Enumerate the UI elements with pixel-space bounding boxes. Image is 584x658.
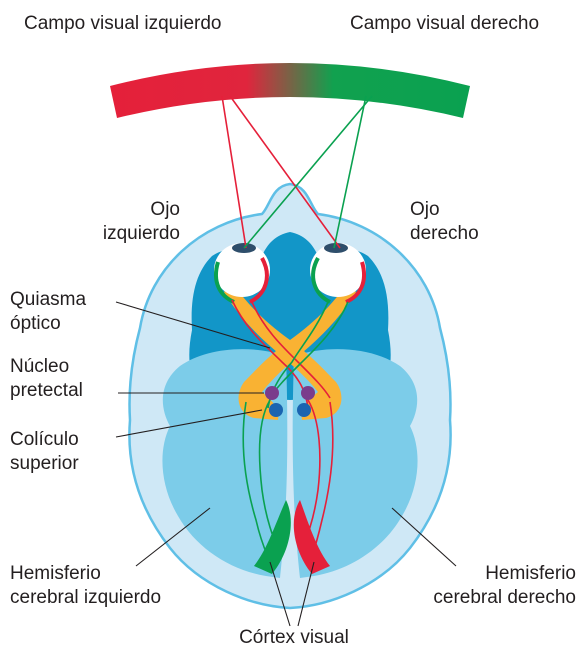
left-eye-label-line1: Ojo <box>80 198 180 222</box>
right-hemisphere-label-line2: cerebral derecho <box>394 586 576 610</box>
left-eye-label: Ojo izquierdo <box>80 198 180 246</box>
optic-chiasm-label-line1: Quiasma <box>10 288 86 312</box>
optic-chiasm-label: Quiasma óptico <box>10 288 86 336</box>
right-hemisphere-label: Hemisferio cerebral derecho <box>394 562 576 610</box>
left-pretectal-nucleus <box>265 386 279 400</box>
pretectal-nucleus-label-line2: pretectal <box>10 379 83 403</box>
right-pretectal-nucleus <box>301 386 315 400</box>
right-eye-label-line2: derecho <box>410 222 479 246</box>
left-eye-label-line2: izquierdo <box>80 222 180 246</box>
left-superior-colliculus <box>269 403 283 417</box>
left-hemisphere-label: Hemisferio cerebral izquierdo <box>10 562 161 610</box>
left-hemisphere-label-line2: cerebral izquierdo <box>10 586 161 610</box>
superior-colliculus-label-line2: superior <box>10 452 79 476</box>
visual-cortex-label: Córtex visual <box>200 626 388 650</box>
right-eye-label: Ojo derecho <box>410 198 479 246</box>
right-hemisphere-label-line1: Hemisferio <box>394 562 576 586</box>
visual-field-band <box>110 63 470 118</box>
right-visual-field-label: Campo visual derecho <box>350 12 539 36</box>
optic-chiasm-label-line2: óptico <box>10 312 86 336</box>
left-hemisphere-label-line1: Hemisferio <box>10 562 161 586</box>
left-eye-graphic <box>214 243 270 302</box>
superior-colliculus-label-line1: Colículo <box>10 428 79 452</box>
pretectal-nucleus-label: Núcleo pretectal <box>10 355 83 403</box>
left-visual-field-label: Campo visual izquierdo <box>24 12 222 36</box>
right-superior-colliculus <box>297 403 311 417</box>
pretectal-nucleus-label-line1: Núcleo <box>10 355 83 379</box>
superior-colliculus-label: Colículo superior <box>10 428 79 476</box>
right-eye-label-line1: Ojo <box>410 198 479 222</box>
right-eye-graphic <box>310 243 366 302</box>
